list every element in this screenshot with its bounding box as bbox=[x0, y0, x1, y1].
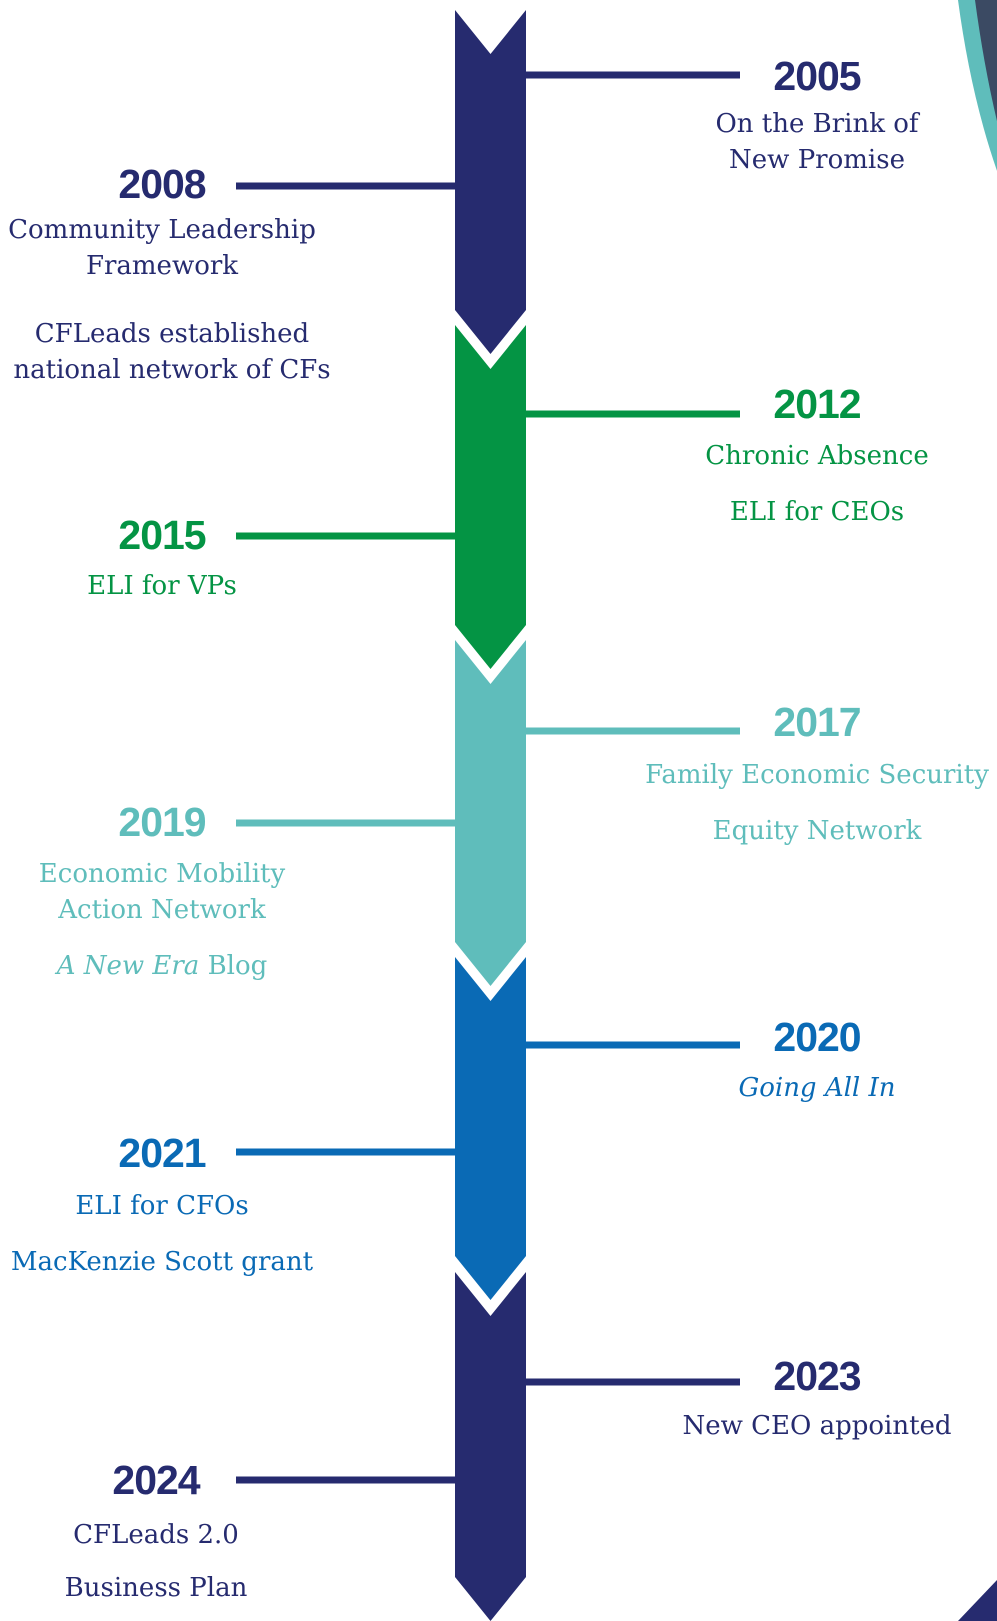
connector-line-2019 bbox=[236, 819, 455, 827]
event-title: Going All In bbox=[738, 1073, 896, 1103]
connector-line-2023 bbox=[526, 1378, 740, 1386]
connector-line-2020 bbox=[526, 1041, 740, 1049]
connector-line-2012 bbox=[526, 410, 740, 418]
event-year: 2021 bbox=[118, 1130, 206, 1176]
connector-line-2024 bbox=[236, 1476, 455, 1484]
event-title: Chronic Absence bbox=[705, 441, 929, 471]
event-year: 2015 bbox=[118, 512, 206, 558]
spine-segment-navy-top bbox=[455, 10, 526, 354]
event-year: 2024 bbox=[112, 1457, 200, 1503]
connector-line-2005 bbox=[526, 71, 740, 79]
connector-line-2021 bbox=[236, 1148, 455, 1156]
photo-ring-inner bbox=[975, 0, 997, 122]
spine-segment-navy-bottom bbox=[455, 1272, 526, 1621]
spine-segment-blue bbox=[455, 957, 526, 1300]
event-year: 2005 bbox=[773, 53, 861, 99]
event-year: 2023 bbox=[773, 1353, 861, 1399]
event-year: 2017 bbox=[773, 699, 861, 745]
event-note: Equity Network bbox=[712, 816, 922, 846]
event-title: On the Brink of New Promise bbox=[715, 109, 919, 175]
event-title: CFLeads 2.0 bbox=[73, 1520, 239, 1550]
spine-segment-teal bbox=[455, 640, 526, 986]
spine-segment-green bbox=[455, 325, 526, 669]
event-title: Economic Mobility Action Network bbox=[38, 859, 286, 925]
event-note: A New Era Blog bbox=[56, 951, 268, 981]
event-title: ELI for VPs bbox=[87, 571, 237, 601]
event-year: 2020 bbox=[773, 1014, 861, 1060]
corner-accent-decoration bbox=[958, 1580, 997, 1621]
event-note: ELI for CEOs bbox=[729, 497, 905, 527]
connector-line-2017 bbox=[526, 727, 740, 735]
event-note: CFLeads established national network of … bbox=[13, 319, 331, 385]
event-title: ELI for CFOs bbox=[75, 1191, 249, 1221]
connector-line-2008 bbox=[236, 182, 455, 190]
event-title: New CEO appointed bbox=[682, 1411, 952, 1441]
event-title: Family Economic Security bbox=[645, 760, 989, 790]
event-title: Community Leadership Framework bbox=[8, 215, 316, 281]
connector-line-2015 bbox=[236, 532, 455, 540]
event-year: 2008 bbox=[118, 161, 206, 207]
event-note: Business Plan bbox=[64, 1573, 248, 1603]
event-year: 2012 bbox=[773, 381, 861, 427]
event-note: MacKenzie Scott grant bbox=[10, 1247, 314, 1277]
event-year: 2019 bbox=[118, 799, 206, 845]
